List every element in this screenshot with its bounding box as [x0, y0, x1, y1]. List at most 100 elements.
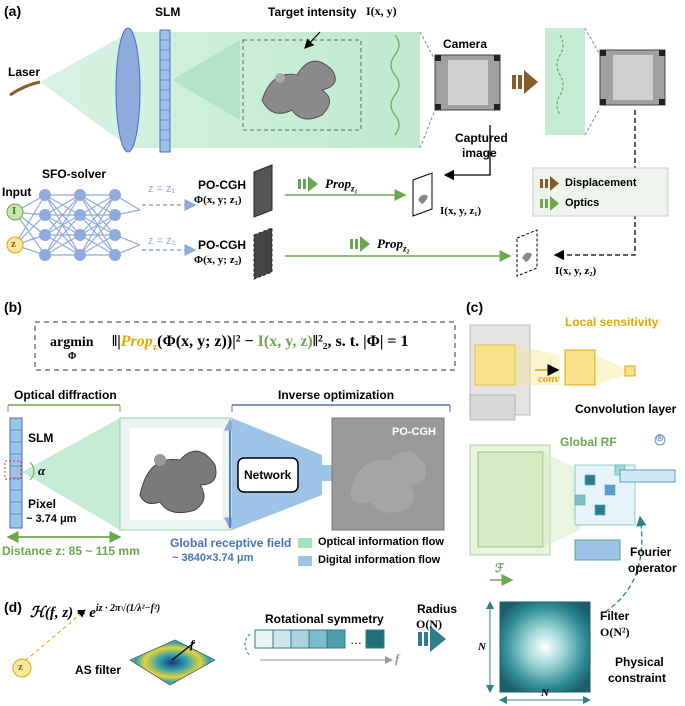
legend-digital-swatch [298, 556, 312, 566]
eq-prop: Prop [120, 333, 153, 350]
legend-box-a [532, 167, 669, 217]
legend-digital-flow: Digital information flow [318, 554, 441, 566]
eq-argmin-text: argmin [50, 335, 94, 350]
node-I-label: I [12, 205, 17, 217]
panel-label-b: (b) [4, 299, 22, 315]
fourier-label-1: Fourier [630, 545, 672, 559]
otimes-symbol: ⊗ [655, 432, 665, 444]
conv-label: conv [538, 373, 560, 385]
prop1-label: Propz₁ [325, 177, 358, 194]
pocgh2-label: PO-CGH [198, 238, 246, 252]
slm-label-b: SLM [28, 431, 54, 445]
prop1-sub: z₁ [351, 183, 358, 194]
alpha-label: α [38, 463, 46, 478]
eq-prop-sub: z [152, 342, 158, 354]
N-bottom-label: N [541, 687, 549, 699]
eq-arg: (Φ(x, y; z)) [157, 333, 233, 350]
slm-column-b [4, 417, 23, 529]
physical-label-2: constraint [608, 671, 667, 685]
as-filter-label: AS filter [75, 663, 122, 677]
target-frame [242, 39, 362, 131]
pocgh2-image [253, 227, 273, 280]
legend-optics-icon [540, 196, 559, 211]
pixel-value: ~ 3.74 μm [26, 513, 77, 525]
eq-I: I(x, y, z) [257, 333, 313, 350]
pocgh-label-b: PO-CGH [392, 426, 436, 438]
inverse-optimization-label: Inverse optimization [278, 388, 395, 402]
physical-label-1: Physical [615, 655, 664, 669]
dragon-image-a [261, 60, 336, 120]
convolution-layer-label: Convolution layer [575, 402, 677, 416]
node-z-label: z [11, 238, 16, 250]
z1-label: z = z₁ [148, 183, 176, 195]
camera-icon-a2 [599, 49, 666, 106]
as-formula-lhs: ℋ(f, z) = e [30, 605, 96, 621]
laser-label: Laser [8, 65, 41, 79]
legend-optical-swatch [298, 538, 312, 548]
z2-label: z = z₂ [148, 235, 176, 247]
eq-argmin-sub: Φ [68, 351, 77, 362]
rotational-vector [254, 629, 385, 649]
equation-box [34, 321, 456, 371]
eq-bars-left: ‖| [112, 333, 121, 350]
wavefront-line [390, 34, 400, 136]
fourier-symbol: ℱ [495, 561, 505, 575]
as-f-label: f [190, 637, 194, 651]
fourier-branch [619, 469, 676, 483]
slm-column-a [159, 29, 171, 153]
filter-o: O(N²) [600, 625, 630, 639]
camera-icon-a [434, 54, 501, 111]
sfo-nodes [39, 189, 121, 261]
pocgh1-label: PO-CGH [198, 178, 246, 192]
eq-body: ‖|Propz(Φ(x, y; z))|² − I(x, y, z)‖²₂, s… [112, 334, 409, 353]
slm-label-a: SLM [155, 5, 181, 19]
vector-ellipsis: … [350, 633, 362, 647]
dragon-image-b [139, 450, 217, 514]
displacement-arrow-big [512, 70, 538, 94]
eq-st: , s. t. |Φ| = 1 [327, 333, 409, 350]
panel-label-c: (c) [466, 299, 484, 315]
fourier-grid-out [574, 539, 621, 561]
conv-output-cell [624, 365, 636, 377]
sfo-network [14, 194, 141, 256]
radius-label: Radius [417, 602, 458, 616]
local-sensitivity-label: Local sensitivity [565, 315, 659, 329]
grf-label: Global receptive field [170, 536, 292, 550]
network-box [237, 457, 299, 493]
pixel-label: Pixel [28, 497, 57, 511]
legend-displacement: Displacement [565, 177, 637, 189]
filter-2d [499, 601, 591, 693]
panel-label-a: (a) [4, 3, 22, 19]
captured-label: Captured [455, 131, 508, 145]
input-label: Input [2, 185, 32, 199]
diffraction-cone [172, 40, 240, 120]
prop2-label: Propz₂ [377, 237, 410, 254]
network-label: Network [244, 468, 292, 482]
eq-bars-right: ‖²₂ [312, 333, 328, 350]
conv-grid-mid [564, 349, 596, 386]
lens-icon [115, 27, 141, 153]
radius-arrow [418, 626, 446, 652]
laser-fiber [9, 80, 41, 97]
input-node-I [6, 203, 24, 221]
pocgh1-image [253, 164, 273, 218]
optics-arrow-2 [350, 236, 370, 252]
radius-o: O(N) [416, 617, 442, 631]
wavefront-dashed [556, 34, 564, 116]
as-filter-surface [129, 639, 216, 686]
fourier-label-2: operator [628, 561, 677, 575]
pocgh2-math: Φ(x, y; z₂) [194, 254, 242, 266]
legend-optics: Optics [565, 197, 600, 209]
panel-label-d: (d) [4, 599, 22, 615]
eq-minus: − [244, 333, 254, 350]
target-math: I(x, y) [366, 4, 397, 18]
N-left-label: N [478, 641, 486, 653]
filter-label: Filter [600, 609, 630, 623]
image-label: image [462, 146, 497, 160]
legend-optical-flow: Optical information flow [318, 536, 444, 548]
pocgh1-math: Φ(x, y; z₁) [194, 194, 242, 206]
camera-label: Camera [443, 37, 488, 51]
global-rf-label: Global RF [560, 435, 617, 449]
target-label: Target intensity [268, 5, 357, 19]
